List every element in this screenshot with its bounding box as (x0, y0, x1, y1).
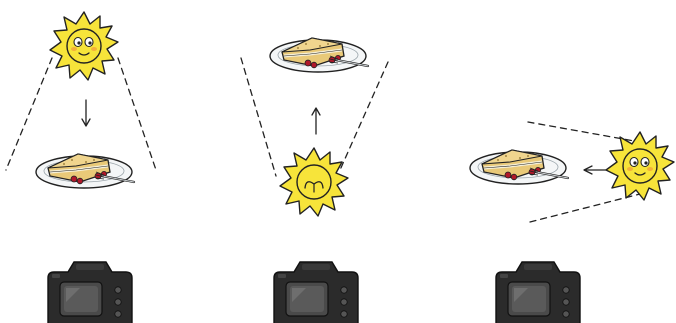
light-cone-right (118, 58, 156, 170)
camera-icon (496, 262, 580, 323)
light-cone-left (6, 58, 52, 170)
sun-icon (50, 12, 118, 80)
camera-icon (48, 262, 132, 323)
light-cone-bottom (530, 194, 640, 222)
panel-top-light (6, 12, 156, 323)
arrow-icon (312, 108, 320, 134)
light-cone-right (340, 62, 388, 170)
sun-icon (606, 132, 674, 200)
light-cone-left (241, 58, 276, 176)
plate-cake-icon (36, 154, 134, 188)
sun-icon (280, 148, 348, 216)
panel-side-light (470, 122, 674, 323)
panel-back-light (241, 38, 388, 323)
plate-cake-icon (470, 150, 568, 184)
arrow-icon (82, 100, 90, 126)
plate-cake-icon (270, 38, 368, 72)
camera-icon (274, 262, 358, 323)
arrow-icon (584, 166, 608, 174)
